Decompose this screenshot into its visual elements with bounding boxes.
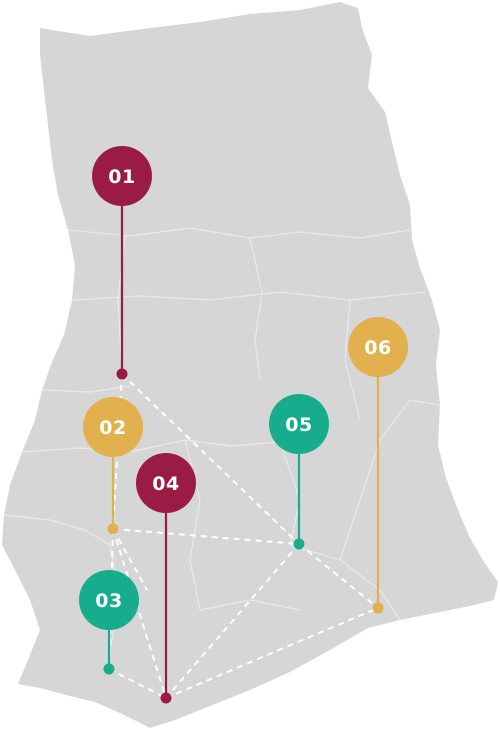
location-marker-03[interactable]: 03 xyxy=(79,570,139,675)
marker-anchor-dot xyxy=(372,602,384,614)
location-marker-04[interactable]: 04 xyxy=(136,453,196,704)
marker-pin-circle xyxy=(136,453,196,513)
marker-label: 04 xyxy=(152,473,179,495)
marker-pin-circle xyxy=(348,317,408,377)
markers-group: 01 02 03 04 05 06 xyxy=(79,146,408,704)
marker-pin-circle xyxy=(92,146,152,206)
marker-pin-circle xyxy=(79,570,139,630)
marker-label: 05 xyxy=(285,414,312,436)
location-marker-02[interactable]: 02 xyxy=(83,397,143,535)
marker-anchor-dot xyxy=(103,663,115,675)
marker-label: 03 xyxy=(95,590,122,612)
region-borders xyxy=(3,227,441,651)
marker-label: 01 xyxy=(108,166,135,188)
location-marker-01[interactable]: 01 xyxy=(92,146,152,380)
marker-anchor-dot xyxy=(116,368,128,380)
marker-anchor-dot xyxy=(160,692,172,704)
location-marker-05[interactable]: 05 xyxy=(269,394,329,550)
marker-pin-circle xyxy=(83,397,143,457)
marker-label: 02 xyxy=(99,417,126,439)
marker-anchor-dot xyxy=(293,538,305,550)
location-marker-06[interactable]: 06 xyxy=(348,317,408,614)
marker-label: 06 xyxy=(364,337,391,359)
marker-anchor-dot xyxy=(107,523,119,535)
marker-pin-circle xyxy=(269,394,329,454)
